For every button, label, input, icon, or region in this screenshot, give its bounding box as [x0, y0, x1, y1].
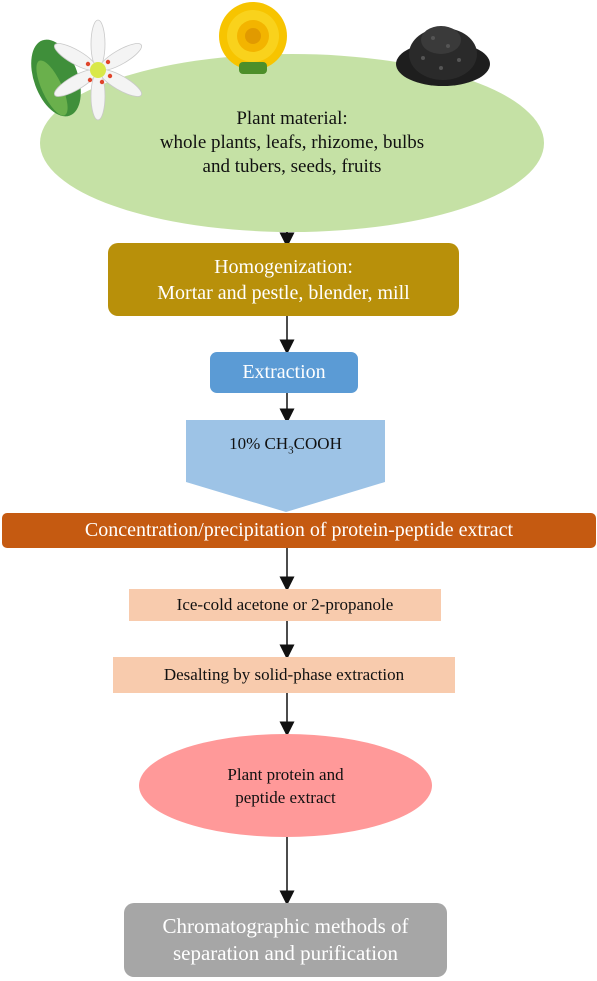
- seeds-pile-icon: [396, 26, 490, 86]
- plant-material-line-2: whole plants, leafs, rhizome, bulbs: [159, 132, 425, 153]
- protein-extract-line-1: Plant protein and: [227, 764, 344, 784]
- homogenization-line-1: Homogenization:: [214, 255, 353, 278]
- desalting-label: Desalting by solid-phase extraction: [163, 665, 405, 684]
- extraction-label: Extraction: [242, 361, 326, 383]
- solvent-subscript: 3: [288, 444, 294, 457]
- protein-extract-line-2: peptide extract: [235, 787, 336, 807]
- plant-material-line-3: and tubers, seeds, fruits: [202, 156, 382, 177]
- desalting-node: Desalting by solid-phase extraction: [113, 657, 455, 693]
- solvent-label: 10% CH3COOH: [186, 434, 385, 456]
- concentration-node: Concentration/precipitation of protein-p…: [2, 513, 596, 548]
- solvent-shape: [186, 420, 385, 512]
- protein-extract-node: Plant protein and peptide extract: [139, 734, 432, 837]
- white-flower-icon: [31, 19, 142, 121]
- ice-cold-node: Ice-cold acetone or 2-propanole: [129, 589, 441, 621]
- chromatography-line-2: separation and purification: [172, 941, 399, 965]
- homogenization-line-2: Mortar and pestle, blender, mill: [157, 281, 410, 304]
- dandelion-icon: [219, 2, 287, 74]
- plant-material-line-1: Plant material:: [236, 108, 348, 129]
- extraction-node: Extraction: [210, 352, 358, 393]
- solvent-prefix: 10% CH: [229, 434, 289, 453]
- chromatography-node: Chromatographic methods of separation an…: [124, 903, 447, 977]
- chromatography-line-1: Chromatographic methods of: [162, 914, 409, 938]
- solvent-node: 10% CH3COOH: [186, 420, 385, 512]
- homogenization-node: Homogenization: Mortar and pestle, blend…: [108, 243, 459, 316]
- concentration-label: Concentration/precipitation of protein-p…: [84, 519, 514, 541]
- solvent-suffix: COOH: [293, 434, 342, 453]
- ice-cold-label: Ice-cold acetone or 2-propanole: [176, 595, 394, 614]
